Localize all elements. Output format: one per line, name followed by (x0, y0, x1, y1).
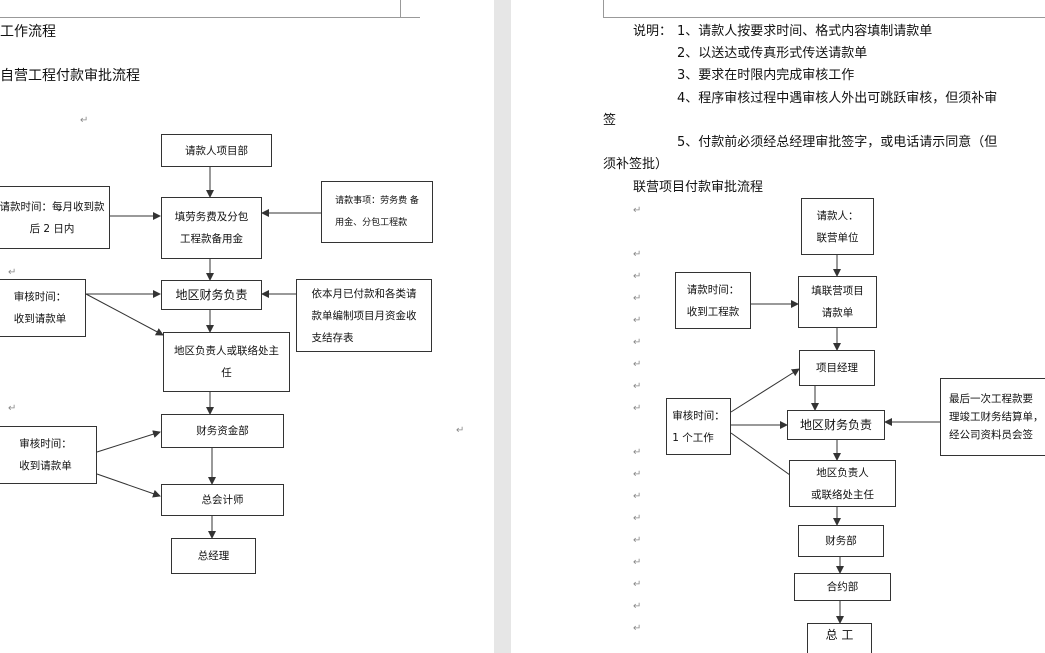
flow-box-finance-dept: 财务部 (798, 525, 884, 557)
paragraph-mark: ↵ (633, 557, 642, 568)
paragraph-mark: ↵ (633, 491, 642, 502)
note-5: 5、付款前必须经总经理审批签字，或电话请示同意（但 (677, 135, 998, 150)
paragraph-mark: ↵ (633, 579, 642, 590)
document-page-right: 说明： 1、请款人按要求时间、格式内容填制请款单 2、以送达或传真形式传送请款单… (511, 0, 1045, 653)
note-5-continued: 须补签批） (603, 157, 669, 172)
note-1: 1、请款人按要求时间、格式内容填制请款单 (677, 24, 933, 39)
flow-box-requester-dept: 请款人项目部 (161, 134, 272, 167)
flow-box-regional-head: 地区负责人 或联络处主任 (789, 460, 896, 507)
note-4: 4、程序审核过程中遇审核人外出可跳跃审核，但须补审 (677, 91, 998, 106)
flow-box-chief-accountant: 总会计师 (161, 484, 284, 516)
flow-title: 联营项目付款审批流程 (633, 180, 764, 195)
paragraph-mark: ↵ (456, 425, 465, 436)
paragraph-mark: ↵ (633, 205, 642, 216)
paragraph-mark: ↵ (633, 293, 642, 304)
flow-box-fill-forms: 填劳务费及分包 工程款备用金 (161, 197, 262, 259)
page-header-line (603, 17, 1045, 18)
paragraph-mark: ↵ (633, 271, 642, 282)
page-corner-mark (400, 0, 401, 17)
paragraph-mark: ↵ (8, 267, 17, 278)
page-header-line (0, 17, 400, 18)
flow-title: 自营工程付款审批流程 (0, 68, 140, 84)
flow-box-regional-finance: 地区财务负责 (161, 280, 262, 310)
flow-box-last-payment: 最后一次工程款要 理竣工财务结算单， 经公司资料员会签 (940, 378, 1045, 456)
flow-box-request-time: 请款时间： 收到工程款 (675, 272, 751, 329)
paragraph-mark: ↵ (8, 403, 17, 414)
flow-box-fill-forms: 填联营项目 请款单 (798, 276, 877, 328)
document-page-left: 工作流程 自营工程付款审批流程 ↵ ↵ ↵ ↵ 请款人项目部 填劳务费及分包 工 (0, 0, 494, 653)
notes-prefix: 说明： (633, 24, 673, 39)
note-4-continued: 签 (603, 113, 617, 128)
flow-box-review-time: 审核时间： 1 个工作 (666, 398, 731, 455)
flow-box-finance-dept: 财务资金部 (161, 414, 284, 448)
flow-box-request-items: 请款事项：劳务费 备 用金、分包工程款 (321, 181, 433, 243)
flow-box-requester: 请款人： 联营单位 (801, 198, 874, 255)
paragraph-mark: ↵ (633, 601, 642, 612)
note-2: 2、以送达或传真形式传送请款单 (677, 46, 868, 61)
paragraph-mark: ↵ (633, 535, 642, 546)
paragraph-mark: ↵ (633, 337, 642, 348)
flow-box-general: 总 工 (807, 623, 872, 653)
page-corner-mark (400, 17, 420, 18)
paragraph-mark: ↵ (633, 249, 642, 260)
paragraph-mark: ↵ (633, 623, 642, 634)
paragraph-mark: ↵ (633, 513, 642, 524)
flow-box-general-manager: 总经理 (171, 538, 256, 574)
paragraph-mark: ↵ (633, 359, 642, 370)
flow-box-project-manager: 项目经理 (799, 350, 875, 386)
paragraph-mark: ↵ (633, 447, 642, 458)
flow-box-review-time-2: 审核时间： 收到请款单 (0, 426, 97, 484)
section-title: 工作流程 (0, 24, 56, 40)
paragraph-mark: ↵ (80, 115, 89, 126)
flow-box-regional-head: 地区负责人或联络处主 任 (163, 332, 290, 392)
flow-box-monthly-plan: 依本月已付款和各类请 款单编制项目月资金收 支结存表 (296, 279, 432, 352)
paragraph-mark: ↵ (633, 315, 642, 326)
flow-box-contract-dept: 合约部 (794, 573, 891, 601)
flow-box-regional-finance: 地区财务负责 (787, 410, 885, 440)
flow-box-review-time-1: 审核时间： 收到请款单 (0, 279, 86, 337)
flow-box-request-time: 请款时间：每月收到款 后 2 日内 (0, 186, 110, 249)
paragraph-mark: ↵ (633, 469, 642, 480)
page-corner-mark (603, 0, 604, 17)
paragraph-mark: ↵ (633, 403, 642, 414)
note-3: 3、要求在时限内完成审核工作 (677, 68, 855, 83)
paragraph-mark: ↵ (633, 381, 642, 392)
